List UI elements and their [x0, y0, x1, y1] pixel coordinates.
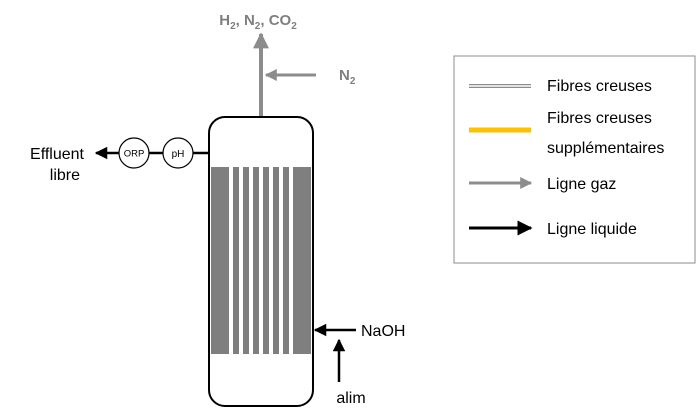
orp-sensor: [118, 137, 150, 169]
fiber-gap: [289, 167, 293, 354]
fiber-gap: [239, 167, 243, 354]
ph-sensor: [162, 137, 194, 169]
gas-outlet-label: H2, N2, CO2: [219, 12, 297, 32]
fiber-gap: [269, 167, 273, 354]
legend-label-extra-fibers-1: Fibres creuses: [547, 110, 652, 127]
n2-label: N2: [339, 67, 356, 87]
legend: Fibres creuses Fibres creuses supplément…: [453, 55, 696, 264]
hollow-fiber-bundle: [211, 167, 311, 354]
fiber-gap: [249, 167, 253, 354]
effluent-label-1: Effluent: [30, 146, 85, 163]
fiber-gap: [229, 167, 233, 354]
legend-label-gas-line: Ligne gaz: [547, 176, 616, 193]
naoh-label: NaOH: [361, 323, 405, 340]
legend-label-extra-fibers-2: supplémentaires: [547, 140, 664, 157]
feed-label: alim: [336, 390, 365, 407]
fiber-gap: [259, 167, 263, 354]
ph-label: pH: [172, 149, 185, 160]
effluent-label-2: libre: [50, 167, 80, 184]
fiber-gap: [279, 167, 283, 354]
orp-label: ORP: [124, 149, 145, 160]
legend-label-liquid-line: Ligne liquide: [547, 221, 637, 238]
legend-label-hollow-fibers: Fibres creuses: [547, 78, 652, 95]
